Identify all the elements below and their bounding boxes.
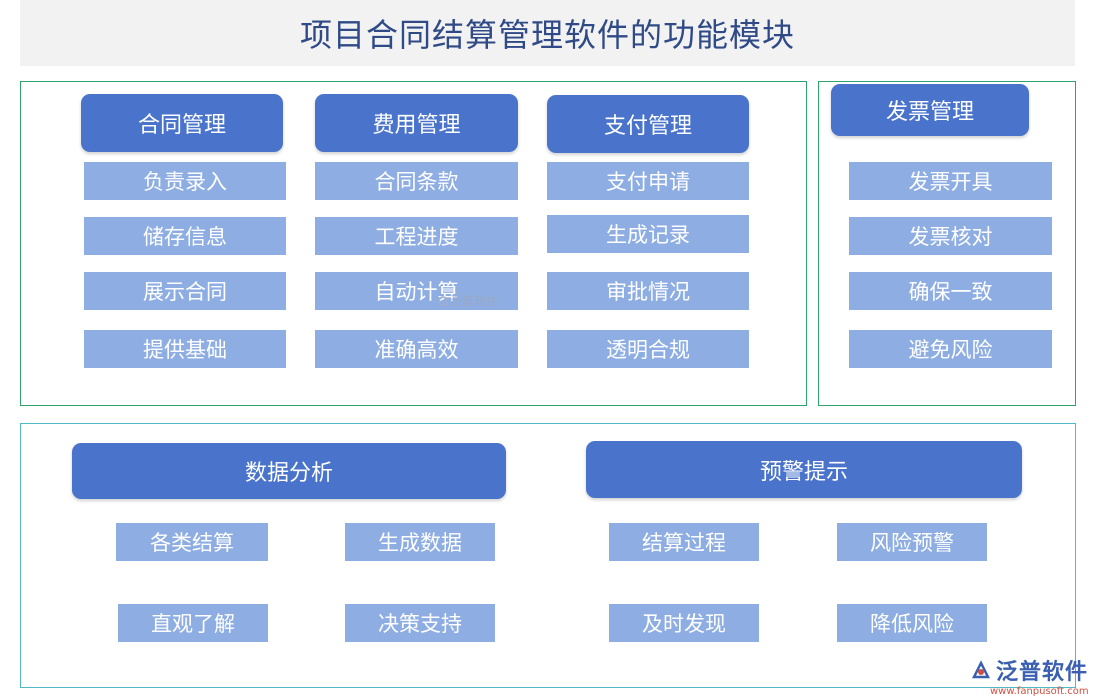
module-item: 审批情况 bbox=[547, 272, 749, 310]
module-item: 降低风险 bbox=[837, 604, 987, 642]
module-item: 展示合同 bbox=[84, 272, 286, 310]
module-item: 工程进度 bbox=[315, 217, 518, 255]
module-item: 及时发现 bbox=[609, 604, 759, 642]
module-item: 避免风险 bbox=[849, 330, 1052, 368]
module-item: 储存信息 bbox=[84, 217, 286, 255]
module-item: 发票开具 bbox=[849, 162, 1052, 200]
module-header-warning: 预警提示 bbox=[586, 441, 1022, 498]
module-header-cost: 费用管理 bbox=[315, 94, 518, 152]
brand-logo-text: 泛普软件 bbox=[996, 660, 1089, 685]
module-item: 透明合规 bbox=[547, 330, 749, 368]
module-header-invoice: 发票管理 bbox=[831, 84, 1029, 136]
diagram-title: 项目合同结算管理软件的功能模块 bbox=[299, 16, 795, 54]
brand-logo: 泛普软件 www.fanpusoft.com bbox=[970, 654, 1089, 697]
watermark: 泛普软件 bbox=[438, 292, 498, 309]
module-item: 生成数据 bbox=[345, 523, 495, 561]
module-item: 直观了解 bbox=[118, 604, 268, 642]
module-item: 风险预警 bbox=[837, 523, 987, 561]
module-item: 生成记录 bbox=[547, 215, 749, 253]
module-item: 各类结算 bbox=[116, 523, 268, 561]
module-item: 支付申请 bbox=[547, 162, 749, 200]
module-item: 合同条款 bbox=[315, 162, 518, 200]
module-header-data-analysis: 数据分析 bbox=[72, 443, 506, 499]
brand-logo-url: www.fanpusoft.com bbox=[990, 686, 1089, 697]
module-item: 决策支持 bbox=[345, 604, 495, 642]
module-header-contract: 合同管理 bbox=[81, 94, 283, 152]
watermark-text: 泛普软件 bbox=[450, 294, 499, 308]
brand-logo-icon bbox=[971, 660, 991, 679]
title-bar: 项目合同结算管理软件的功能模块 bbox=[20, 0, 1075, 66]
module-item: 负责录入 bbox=[84, 162, 286, 200]
logo-row: 泛普软件 bbox=[970, 654, 1088, 686]
module-item: 结算过程 bbox=[609, 523, 759, 561]
module-item: 准确高效 bbox=[315, 330, 518, 368]
module-header-payment: 支付管理 bbox=[547, 95, 749, 153]
watermark-logo-icon bbox=[438, 295, 448, 306]
module-item: 确保一致 bbox=[849, 272, 1052, 310]
module-item: 提供基础 bbox=[84, 330, 286, 368]
module-item: 发票核对 bbox=[849, 217, 1052, 255]
